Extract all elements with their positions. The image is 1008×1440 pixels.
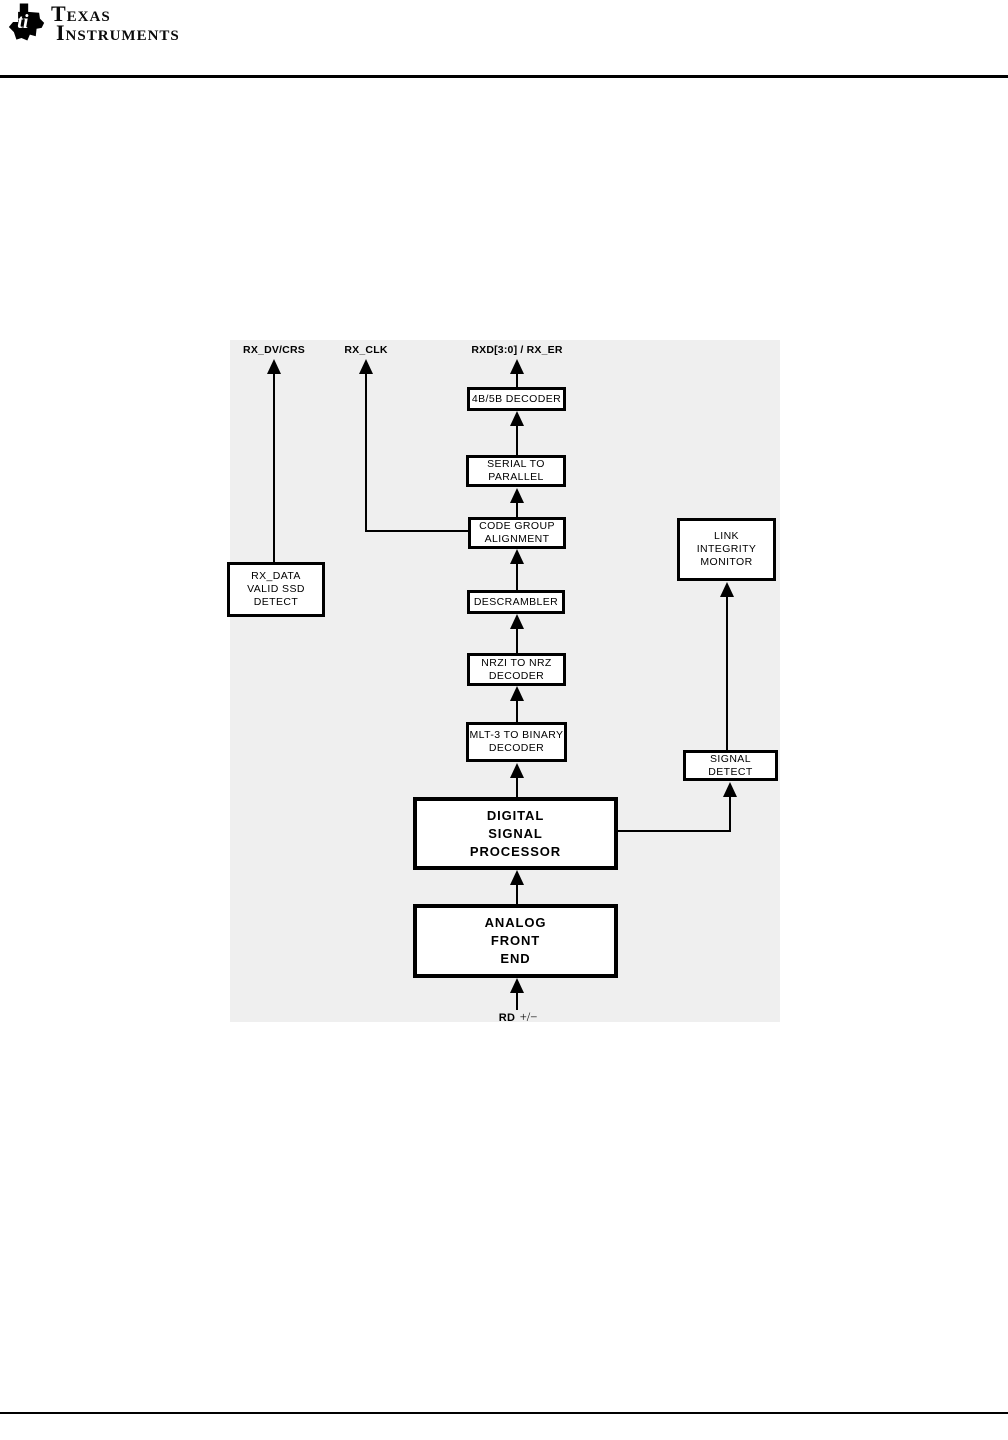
- block-label: DECODER: [488, 742, 545, 754]
- block-label: SERIAL TO: [487, 458, 545, 470]
- brand-text: Texas Instruments: [51, 1, 180, 45]
- flow-line-afe-to-dsp: [516, 883, 518, 904]
- block-label: SIGNAL: [710, 752, 751, 765]
- arrowhead-icon: [510, 359, 524, 374]
- block-serial-to-parallel: SERIAL TO PARALLEL: [466, 455, 566, 487]
- block-link-integrity-monitor: LINK INTEGRITY MONITOR: [677, 518, 776, 581]
- block-label: PROCESSOR: [469, 843, 562, 859]
- block-label: PARALLEL: [488, 471, 544, 483]
- brand-instruments: Instruments: [56, 20, 180, 45]
- block-label: DETECT: [708, 765, 753, 778]
- block-label: VALID SSD: [247, 583, 305, 595]
- arrowhead-icon: [510, 978, 524, 993]
- flow-line-dsp-to-mlt3: [516, 776, 518, 797]
- rd-label: RD: [498, 1012, 516, 1024]
- block-label: ALIGNMENT: [484, 533, 550, 545]
- arrowhead-icon: [510, 614, 524, 629]
- flow-line-dsp-to-sigdet-elbow: [616, 830, 731, 832]
- arrowhead-icon: [510, 488, 524, 503]
- block-digital-signal-processor: DIGITAL SIGNAL PROCESSOR: [413, 797, 618, 870]
- block-analog-front-end: ANALOG FRONT END: [413, 904, 618, 978]
- footer-rule: [0, 1412, 1008, 1414]
- flow-line-mlt3-to-nrzi: [516, 699, 518, 722]
- block-label: DECODER: [488, 669, 545, 682]
- block-label: INTEGRITY: [696, 543, 757, 555]
- block-rx-data-valid-ssd-detect: RX_DATA VALID SSD DETECT: [227, 562, 325, 617]
- signal-label-rx-clk: RX_CLK: [344, 344, 388, 356]
- block-label: MLT-3 TO BINARY: [469, 729, 564, 741]
- block-label: DIGITAL: [486, 807, 545, 823]
- arrowhead-icon: [723, 782, 737, 797]
- arrowhead-icon: [510, 549, 524, 564]
- block-signal-detect: SIGNAL DETECT: [683, 750, 778, 781]
- flow-line-rx-clk-elbow: [365, 530, 468, 532]
- ti-texas-icon: ti: [8, 3, 45, 41]
- arrowhead-icon: [510, 870, 524, 885]
- block-label: DESCRAMBLER: [473, 595, 559, 608]
- block-label: END: [500, 951, 531, 966]
- flow-line-serial-to-decoder: [516, 424, 518, 455]
- arrowhead-icon: [510, 411, 524, 426]
- block-code-group-alignment: CODE GROUP ALIGNMENT: [468, 517, 566, 549]
- flow-line-dsp-to-sigdet: [729, 795, 731, 832]
- flow-line-rd-to-afe: [516, 991, 518, 1010]
- block-descrambler: DESCRAMBLER: [467, 590, 565, 614]
- block-nrzi-to-nrz-decoder: NRZI TO NRZ DECODER: [467, 653, 566, 686]
- block-mlt3-to-binary-decoder: MLT-3 TO BINARY DECODER: [466, 722, 567, 762]
- block-label: SIGNAL: [488, 825, 543, 841]
- input-label-rd: RD +/−: [499, 1008, 538, 1026]
- header-rule: [0, 75, 1008, 78]
- arrowhead-icon: [359, 359, 373, 374]
- svg-text:ti: ti: [17, 11, 29, 33]
- ti-logo: ti Texas Instruments: [8, 1, 180, 45]
- arrowhead-icon: [510, 686, 524, 701]
- flow-line-rx-clk: [365, 372, 367, 532]
- flow-line-sigdet-to-lim: [726, 595, 728, 750]
- block-label: 4B/5B DECODER: [471, 392, 562, 405]
- brand-texas: Texas: [51, 1, 111, 26]
- flow-line-align-to-serial: [516, 501, 518, 517]
- block-label: MONITOR: [700, 556, 753, 568]
- flow-line-descrambler-to-align: [516, 562, 518, 590]
- block-label: CODE GROUP: [479, 520, 555, 532]
- block-label: RX_DATA: [251, 570, 301, 582]
- block-label: NRZI TO NRZ: [481, 656, 552, 669]
- arrowhead-icon: [267, 359, 281, 374]
- signal-label-rxd-rx-er: RXD[3:0] / RX_ER: [471, 344, 563, 356]
- arrowhead-icon: [510, 763, 524, 778]
- block-label: ANALOG: [484, 915, 547, 930]
- block-label: LINK: [714, 530, 739, 542]
- flow-line-nrzi-to-descrambler: [516, 627, 518, 653]
- rd-plus-minus: +/−: [519, 1010, 538, 1024]
- flow-line-rx-dv-crs: [273, 372, 275, 562]
- block-label: FRONT: [490, 933, 541, 948]
- block-label: DETECT: [253, 596, 299, 608]
- block-4b5b-decoder: 4B/5B DECODER: [467, 387, 566, 411]
- signal-label-rx-dv-crs: RX_DV/CRS: [243, 344, 305, 356]
- arrowhead-icon: [720, 582, 734, 597]
- flow-line-decoder-to-rxd: [516, 372, 518, 387]
